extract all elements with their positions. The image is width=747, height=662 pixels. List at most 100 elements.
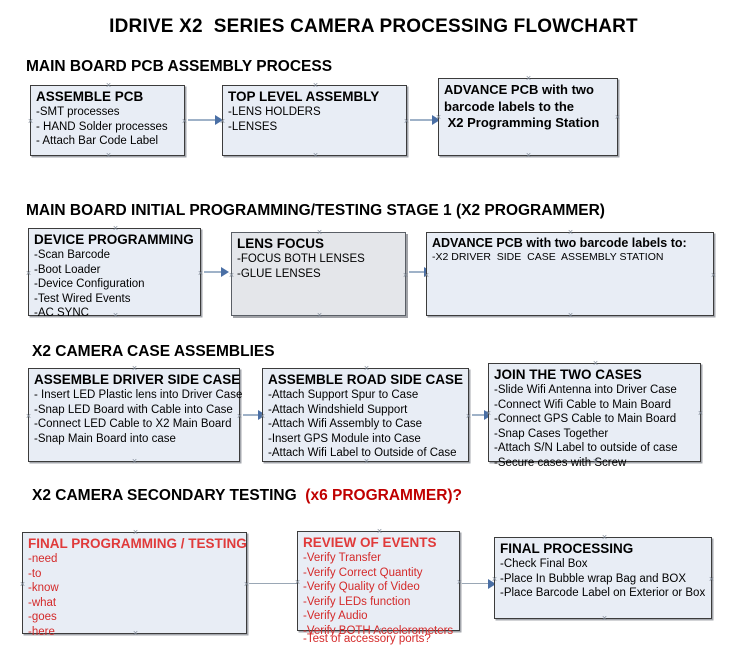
resize-handle-bottom[interactable] <box>312 152 319 159</box>
flow-box-line: -Verify Audio <box>303 610 368 622</box>
flow-box-title: LENS FOCUS <box>237 236 325 251</box>
flow-box-line: -Slide Wifi Antenna into Driver Case <box>494 384 677 396</box>
flow-box-line: -Attach Wifi Label to Outside of Case <box>268 447 457 459</box>
connector-lens-focus-to-advance-pcb <box>409 271 428 273</box>
resize-handle-right[interactable] <box>197 270 204 277</box>
flow-box-line: -Insert GPS Module into Case <box>268 432 421 445</box>
section-heading-main-board-initial-programming: MAIN BOARD INITIAL PROGRAMMING/TESTING S… <box>26 202 605 219</box>
resize-handle-top[interactable] <box>312 82 319 89</box>
resize-handle-bottom[interactable] <box>567 312 574 319</box>
resize-handle-left[interactable] <box>219 118 226 125</box>
flow-box-line: -need <box>28 553 58 565</box>
flow-box-title-line: X2 Programming Station <box>444 115 600 130</box>
resize-handle-right[interactable] <box>614 114 621 121</box>
resize-handle-left[interactable] <box>259 413 266 420</box>
resize-handle-bottom[interactable] <box>112 312 119 319</box>
section-heading-x2-camera-secondary-testing: X2 CAMERA SECONDARY TESTING (x6 PROGRAMM… <box>32 487 462 505</box>
resize-handle-top[interactable] <box>132 529 139 536</box>
flow-box-line: -FOCUS BOTH LENSES <box>237 253 365 265</box>
resize-handle-top[interactable] <box>316 229 323 236</box>
flow-box-title-line: barcode labels to the <box>444 98 575 114</box>
connector-driver-case-to-road-case <box>243 414 262 416</box>
resize-handle-bottom[interactable] <box>316 312 323 319</box>
resize-handle-top[interactable] <box>592 360 599 367</box>
resize-handle-right[interactable] <box>181 118 188 125</box>
flow-box-line: -Verify Quality of Video <box>303 581 420 593</box>
resize-handle-left[interactable] <box>25 413 32 420</box>
resize-handle-bottom[interactable] <box>131 458 138 465</box>
resize-handle-left[interactable] <box>19 581 26 588</box>
resize-handle-bottom[interactable] <box>105 152 112 159</box>
resize-handle-top[interactable] <box>601 534 608 541</box>
flow-box-line: -Connect Wifi Cable to Main Board <box>494 398 672 411</box>
flow-box-title-line: ADVANCE PCB with two <box>444 82 594 97</box>
flow-box-line: -Verify Correct Quantity <box>303 566 423 579</box>
resize-handle-left[interactable] <box>27 118 34 125</box>
resize-handle-top[interactable] <box>363 365 370 372</box>
resize-handle-top[interactable] <box>376 528 383 535</box>
flow-box-line: -Snap Main Board into case <box>34 432 176 445</box>
flow-box-line: -Connect LED Cable to X2 Main Board <box>34 418 232 430</box>
flow-box-line: -Verify Transfer <box>303 552 381 564</box>
connector-arrowhead-icon <box>221 267 229 277</box>
flow-box-assemble-driver-side-case[interactable]: ASSEMBLE DRIVER SIDE CASE - Insert LED P… <box>25 365 243 465</box>
resize-handle-right[interactable] <box>708 576 715 583</box>
resize-handle-right[interactable] <box>465 413 472 420</box>
resize-handle-bottom[interactable] <box>363 458 370 465</box>
flow-box-line: -LENSES <box>228 120 278 133</box>
connector-arrowhead-icon <box>488 579 496 589</box>
flow-box-line: -what <box>28 596 57 609</box>
resize-handle-top[interactable] <box>105 82 112 89</box>
resize-handle-left[interactable] <box>228 272 235 279</box>
flow-box-final-processing[interactable]: FINAL PROCESSING -Check Final Box -Place… <box>494 537 712 619</box>
resize-handle-bottom[interactable] <box>525 152 532 159</box>
flow-box-line: -Test Wired Events <box>34 292 131 305</box>
resize-handle-right[interactable] <box>236 413 243 420</box>
flow-box-line: -SMT processes <box>36 106 120 118</box>
flow-box-advance-pcb-to-driver-side-case-assembly[interactable]: ADVANCE PCB with two barcode labels to: … <box>426 232 714 316</box>
resize-handle-bottom[interactable] <box>592 458 599 465</box>
resize-handle-bottom[interactable] <box>376 627 383 634</box>
flow-box-line: -Scan Barcode <box>34 249 111 261</box>
flow-box-line: -LENS HOLDERS <box>228 106 321 118</box>
flow-box-line: -Snap LED Board with Cable into Case <box>34 403 233 416</box>
resize-handle-right[interactable] <box>697 410 704 417</box>
flow-box-title: ASSEMBLE PCB <box>36 89 144 104</box>
resize-handle-right[interactable] <box>402 272 409 279</box>
resize-handle-left[interactable] <box>491 576 498 583</box>
flow-box-line: -GLUE LENSES <box>237 267 321 280</box>
resize-handle-left[interactable] <box>435 114 442 121</box>
resize-handle-top[interactable] <box>131 365 138 372</box>
resize-handle-right[interactable] <box>403 118 410 125</box>
flow-box-line: -Snap Cases Together <box>494 427 609 440</box>
flow-box-line: -Boot Loader <box>34 263 101 276</box>
flow-box-title: FINAL PROGRAMMING / TESTING <box>28 536 247 551</box>
flow-box-assemble-pcb[interactable]: ASSEMBLE PCB -SMT processes - HAND Solde… <box>30 85 185 156</box>
resize-handle-right[interactable] <box>710 272 717 279</box>
resize-handle-left[interactable] <box>485 410 492 417</box>
flow-box-join-the-two-cases[interactable]: JOIN THE TWO CASES -Slide Wifi Antenna i… <box>485 360 704 469</box>
resize-handle-left[interactable] <box>423 272 430 279</box>
resize-handle-top[interactable] <box>112 225 119 232</box>
flow-box-device-programming[interactable]: DEVICE PROGRAMMING -Scan Barcode -Boot L… <box>25 225 204 319</box>
resize-handle-bottom[interactable] <box>601 615 608 622</box>
flow-box-line: -know <box>28 582 59 594</box>
flow-box-advance-pcb-to-x2-programming-station[interactable]: ADVANCE PCB with two barcode labels to t… <box>438 78 618 156</box>
flow-box-line: - HAND Solder processes <box>36 120 168 133</box>
flow-box-assemble-road-side-case[interactable]: ASSEMBLE ROAD SIDE CASE -Attach Support … <box>262 368 469 462</box>
resize-handle-bottom[interactable] <box>132 630 139 637</box>
flow-box-final-programming-testing[interactable]: FINAL PROGRAMMING / TESTING -need -to -k… <box>19 529 247 638</box>
flow-box-line: - Insert LED Plastic lens into Driver Ca… <box>34 389 243 401</box>
resize-handle-left[interactable] <box>25 270 32 277</box>
flow-box-title: ASSEMBLE DRIVER SIDE CASE <box>34 372 241 387</box>
resize-handle-top[interactable] <box>525 75 532 82</box>
section-heading-x2-camera-case-assemblies: X2 CAMERA CASE ASSEMBLIES <box>32 343 275 360</box>
flow-box-line: -AC SYNC <box>34 307 89 319</box>
resize-handle-left[interactable] <box>294 579 301 586</box>
resize-handle-top[interactable] <box>567 229 574 236</box>
connector-review-of-events-to-final-processing <box>462 583 494 584</box>
connector-assemble-pcb-to-top-level <box>188 119 217 121</box>
flow-box-lens-focus[interactable]: LENS FOCUS -FOCUS BOTH LENSES -GLUE LENS… <box>231 232 406 316</box>
flow-box-top-level-assembly[interactable]: TOP LEVEL ASSEMBLY -LENS HOLDERS -LENSES <box>222 85 407 156</box>
flow-box-review-of-events[interactable]: REVIEW OF EVENTS -Verify Transfer -Verif… <box>294 528 460 645</box>
